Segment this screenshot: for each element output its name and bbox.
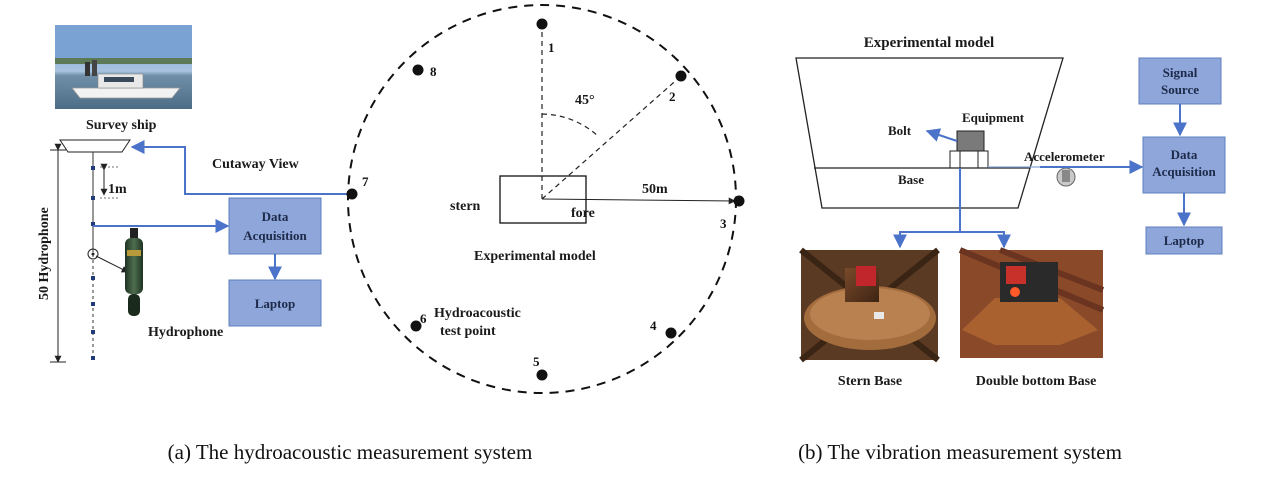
- test-point-label-line2: test point: [440, 324, 496, 339]
- signal-source-label-1: Signal: [1163, 65, 1198, 80]
- test-point-4: [665, 327, 677, 339]
- base-label: Base: [898, 172, 924, 187]
- data-acquisition-b-label-1: Data: [1171, 147, 1198, 162]
- hydrophone-marker: [87, 248, 99, 260]
- test-point-5: [536, 369, 548, 381]
- test-point-8: [412, 64, 424, 76]
- bolt-arrow: [925, 128, 958, 142]
- stern-base-photo: [799, 247, 940, 363]
- data-acquisition-label-2: Acquisition: [243, 228, 307, 243]
- branch-to-stern: [893, 168, 961, 249]
- hydrophone-image: [125, 228, 143, 316]
- caption-a: (a) The hydroacoustic measurement system: [168, 440, 533, 464]
- test-point-label-1: 1: [548, 40, 555, 55]
- data-acquisition-b-label-2: Acquisition: [1152, 164, 1216, 179]
- angle-label: 45°: [575, 93, 595, 108]
- bolt-label: Bolt: [888, 123, 912, 138]
- test-point-label-line1: Hydroacoustic: [434, 306, 521, 321]
- hydrophone-label: Hydrophone: [148, 325, 223, 340]
- fore-label: fore: [571, 206, 595, 221]
- hydrophone-array-label: 50 Hydrophone: [37, 207, 52, 300]
- ship-cutaway-shape: [59, 139, 131, 153]
- test-point-label-6: 6: [420, 311, 427, 326]
- accelerometer-sensor: [1056, 167, 1076, 187]
- laptop-label: Laptop: [255, 296, 295, 311]
- data-acquisition-label-1: Data: [262, 209, 289, 224]
- laptop-box-b: [1145, 226, 1223, 255]
- stern-label: stern: [450, 199, 481, 214]
- cutaway-view-label: Cutaway View: [212, 157, 300, 172]
- signal-source-label-2: Source: [1161, 82, 1199, 97]
- laptop-b-label: Laptop: [1164, 233, 1204, 248]
- test-point-6: [410, 320, 422, 332]
- branch-to-double-bottom: [960, 231, 1011, 249]
- laptop-box: [228, 279, 322, 327]
- survey-ship-label: Survey ship: [86, 118, 157, 133]
- survey-ship-photo: [55, 25, 192, 109]
- double-bottom-base-label: Double bottom Base: [976, 374, 1097, 389]
- model-rectangle: [499, 175, 587, 224]
- hydrophone-nodes: [91, 166, 95, 360]
- data-acquisition-box: [228, 197, 322, 255]
- test-point-label-7: 7: [362, 174, 369, 189]
- experimental-model-label: Experimental model: [474, 249, 596, 264]
- spacing-label: 1m: [108, 182, 127, 197]
- stern-base-label: Stern Base: [838, 374, 902, 389]
- double-bottom-base-photo: [958, 247, 1105, 358]
- mount-left: [949, 150, 961, 169]
- equipment-label: Equipment: [962, 110, 1025, 125]
- test-point-label-5: 5: [533, 354, 540, 369]
- test-point-label-4: 4: [650, 318, 657, 333]
- caption-b: (b) The vibration measurement system: [798, 440, 1122, 464]
- equipment-block: [956, 130, 985, 152]
- angle-arc: [541, 113, 600, 138]
- test-point-3: [733, 195, 745, 207]
- radius-label: 50m: [642, 182, 668, 197]
- hull-shape: [795, 57, 1064, 209]
- test-points: [346, 18, 745, 381]
- cutaway-arrow: [130, 140, 352, 195]
- test-point-7: [346, 188, 358, 200]
- accelerometer-label: Accelerometer: [1024, 149, 1105, 164]
- test-point-1: [536, 18, 548, 30]
- radius-arrow: [541, 197, 736, 205]
- line-to-point-2: [541, 75, 682, 200]
- test-point-label-3: 3: [720, 216, 727, 231]
- test-point-label-8: 8: [430, 64, 437, 79]
- mount-right: [977, 150, 989, 169]
- experimental-model-title: Experimental model: [864, 35, 994, 51]
- test-point-2: [675, 70, 687, 82]
- data-acquisition-box-b: [1142, 136, 1226, 194]
- test-point-label-2: 2: [669, 89, 676, 104]
